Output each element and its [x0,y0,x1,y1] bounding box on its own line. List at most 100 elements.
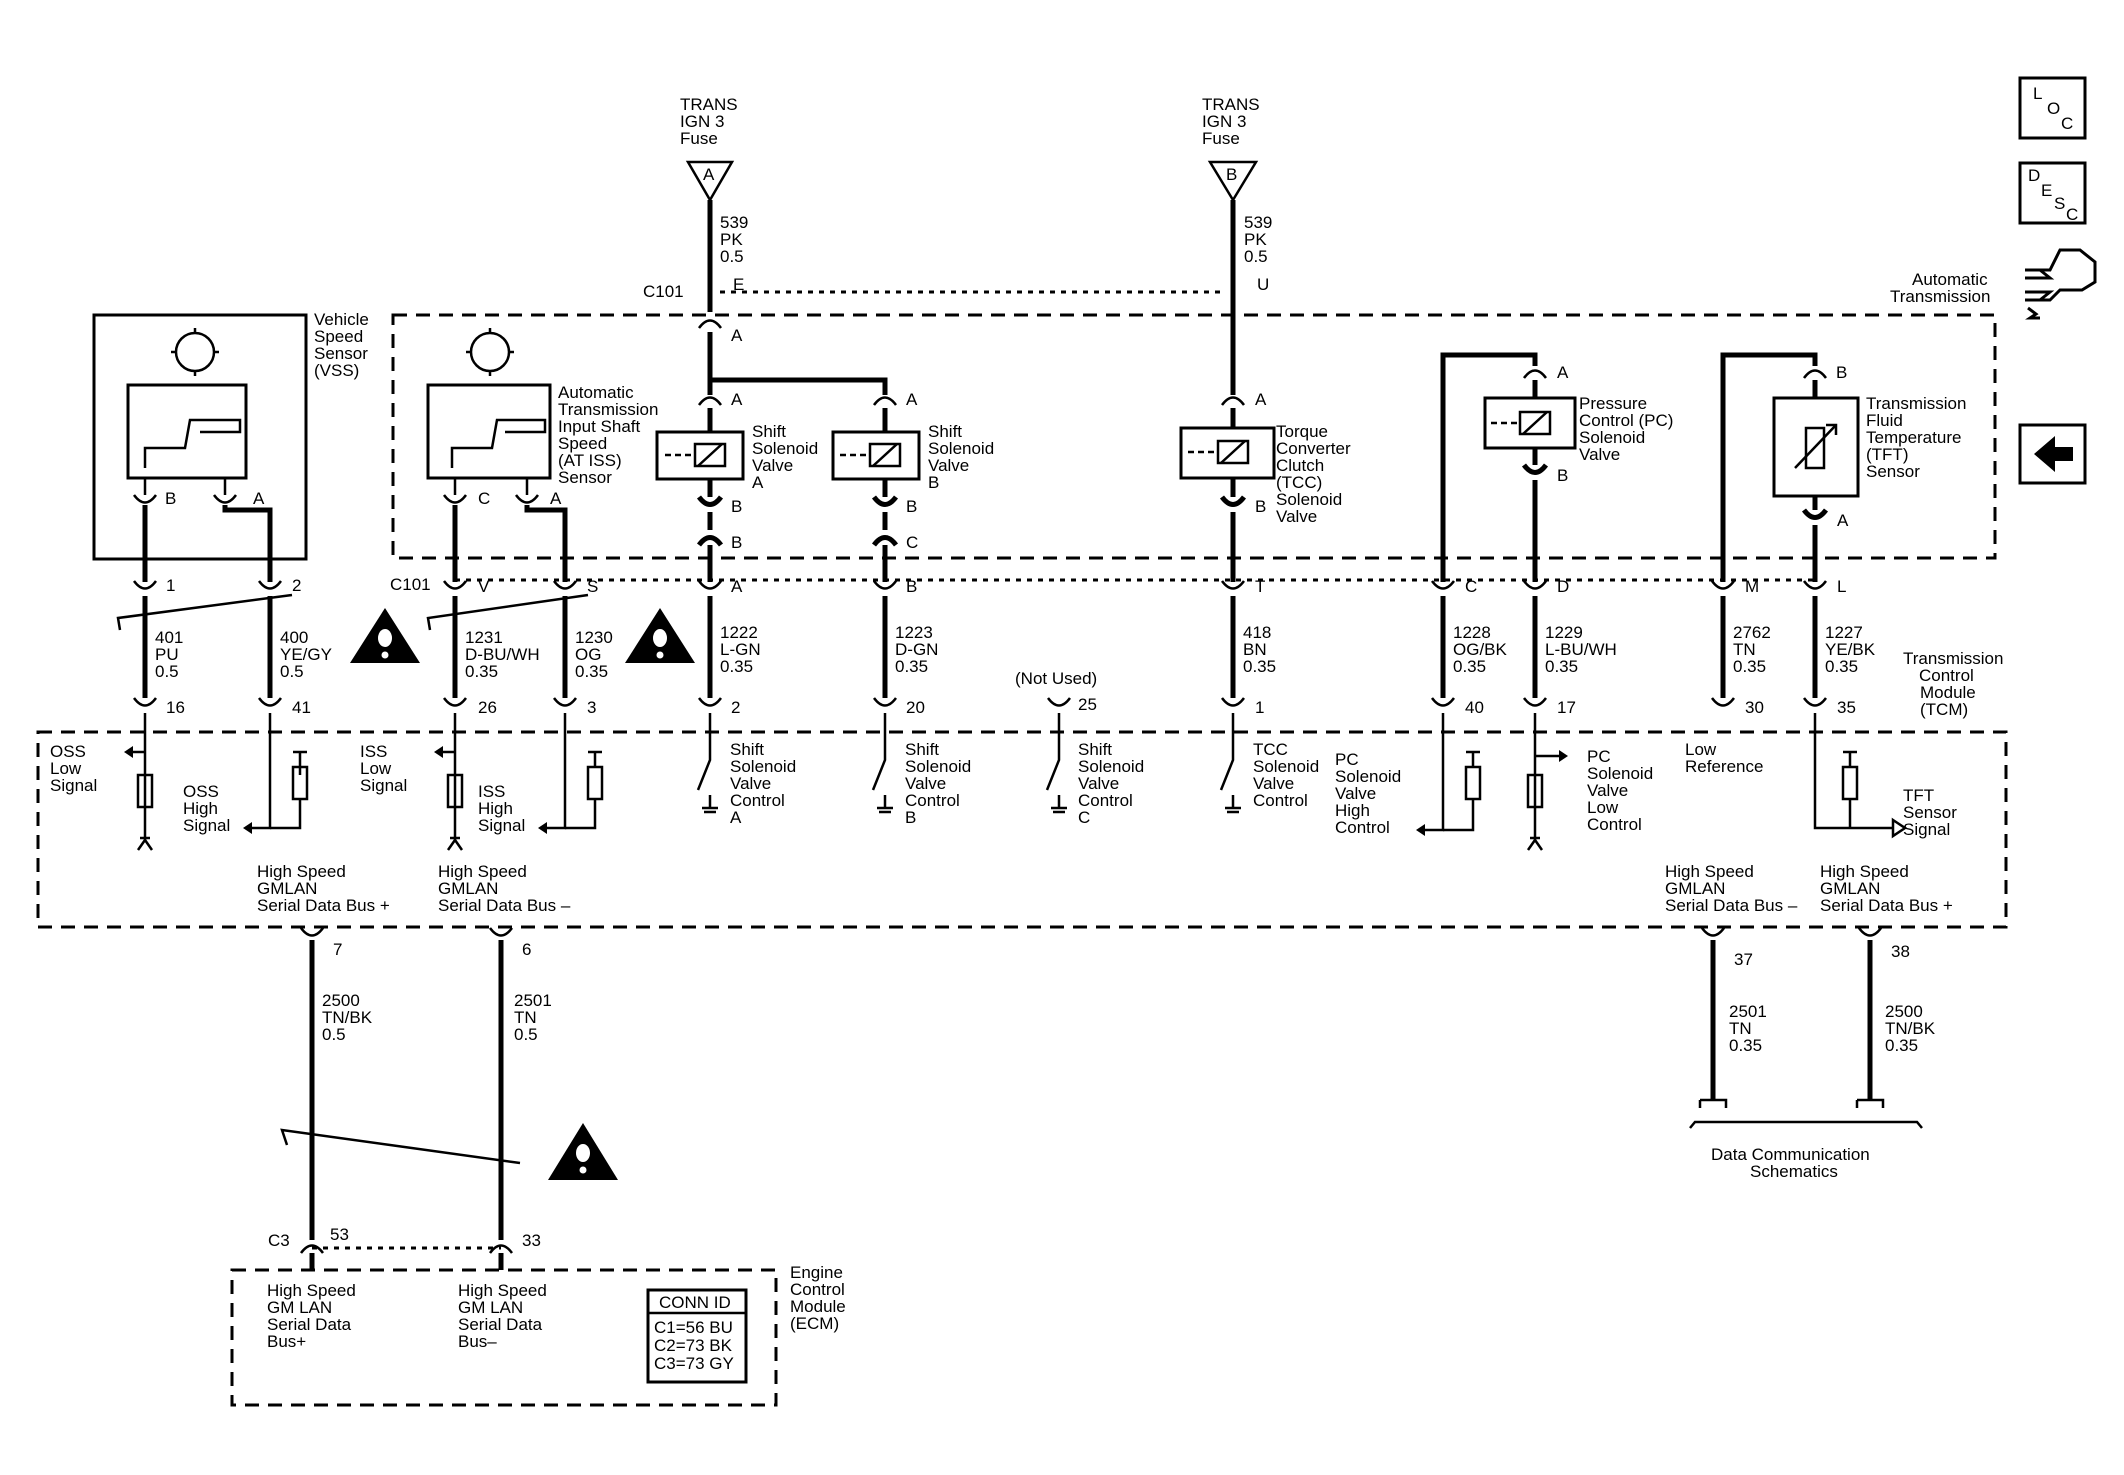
vss-label-3: Sensor [314,344,368,363]
svg-text:O: O [2047,99,2060,118]
c3-label: C3 [268,1231,290,1250]
ssb-out-pin: C [906,533,918,552]
tcc-pin-top: A [1255,390,1267,409]
vss-gear-icon [171,328,219,376]
svg-text:3: 3 [587,698,596,717]
loc-button[interactable]: L O C [2018,76,2087,140]
svg-text:1: 1 [1255,698,1264,717]
ssa-out-pin: B [731,533,742,552]
svg-text:Bus+: Bus+ [267,1332,306,1351]
svg-text:26: 26 [478,698,497,717]
pc-top-connector [1522,369,1548,379]
vss-conn-pin-2: 2 [292,576,301,595]
tcm-pin-numbers: 16 41 26 3 2 20 25 1 40 17 30 35 [166,695,1856,717]
tft-top-connector [1802,369,1828,379]
svg-text:41: 41 [292,698,311,717]
desc-button[interactable]: D E S C [2018,161,2087,225]
svg-text:Solenoid: Solenoid [1587,764,1653,783]
svg-text:0.5: 0.5 [280,662,304,681]
svg-text:TN/BK: TN/BK [322,1008,373,1027]
svg-text:1230: 1230 [575,628,613,647]
svg-text:Control: Control [1253,791,1308,810]
svg-text:Control: Control [730,791,785,810]
tcc-label-2: Converter [1276,439,1351,458]
ssa-pin-top: A [731,390,743,409]
iss-label-6: Sensor [558,468,612,487]
back-arrow-button[interactable] [2018,423,2087,485]
svg-text:C: C [1078,808,1090,827]
c101-mid-pins [442,580,1828,590]
vss-label-2: Speed [314,327,363,346]
svg-text:Low: Low [1587,798,1619,817]
iss-label-5: (AT ISS) [558,451,622,470]
svg-text:Control: Control [1587,815,1642,834]
tft-label-2: Fluid [1866,411,1903,430]
svg-text:ISS: ISS [478,782,505,801]
ssa-lower-wire [696,479,724,582]
bus-pin-6: 6 [522,940,531,959]
svg-text:1222: 1222 [720,623,758,642]
svg-text:Signal: Signal [50,776,97,795]
pc-pin-bottom: B [1557,466,1568,485]
svg-text:C: C [2061,114,2073,133]
conn-id-c2: C2=73 BK [654,1336,733,1355]
svg-text:0.35: 0.35 [720,657,753,676]
tcc-top-connector [1220,396,1246,406]
svg-text:400: 400 [280,628,308,647]
svg-text:TN: TN [514,1008,537,1027]
svg-text:2762: 2762 [1733,623,1771,642]
iss-label-4: Speed [558,434,607,453]
vss-pin-b: B [165,489,176,508]
svg-text:BN: BN [1243,640,1267,659]
svg-text:L: L [2033,84,2042,103]
ssb-lower-wire [871,479,899,582]
svg-text:35: 35 [1837,698,1856,717]
fuse-a-line-1: TRANS [680,95,738,114]
vss-sensor-box [92,313,308,561]
iss-label-2: Transmission [558,400,658,419]
wiring-harness-icon[interactable] [2025,248,2097,320]
iss-pin-connectors [442,478,540,504]
svg-text:(ECM): (ECM) [790,1314,839,1333]
tcc-label-1: Torque [1276,422,1328,441]
svg-text:0.35: 0.35 [465,662,498,681]
svg-text:E: E [2041,181,2052,200]
iss-sensor-element [450,418,547,468]
svg-text:L-GN: L-GN [720,640,761,659]
thermistor-icon [1794,423,1838,470]
svg-text:OSS: OSS [183,782,219,801]
svg-text:1223: 1223 [895,623,933,642]
vss-conn [132,580,283,590]
iss-element-box [426,383,552,480]
svg-text:High: High [183,799,218,818]
c101-pin-l: L [1837,577,1846,596]
ssa-label-4: A [752,473,764,492]
svg-text:Valve: Valve [905,774,946,793]
svg-text:1231: 1231 [465,628,503,647]
svg-text:Valve: Valve [1335,784,1376,803]
iss-label-3: Input Shaft [558,417,641,436]
ssb-pin-bottom: B [906,497,917,516]
tcm-label-4: (TCM) [1920,700,1968,719]
tcc-label-5: Solenoid [1276,490,1342,509]
ssa-solenoid-box [655,430,745,481]
bus-pin-38: 38 [1891,942,1910,961]
fuse-b-c101-pin: U [1257,275,1269,294]
ssb-label-2: Solenoid [928,439,994,458]
ssa-pin-bottom: B [731,497,742,516]
svg-text:PC: PC [1335,750,1359,769]
iss-pin-c: C [478,489,490,508]
ssb-label-4: B [928,473,939,492]
ecm-pin-leads [309,1253,504,1270]
ssa-label-3: Valve [752,456,793,475]
